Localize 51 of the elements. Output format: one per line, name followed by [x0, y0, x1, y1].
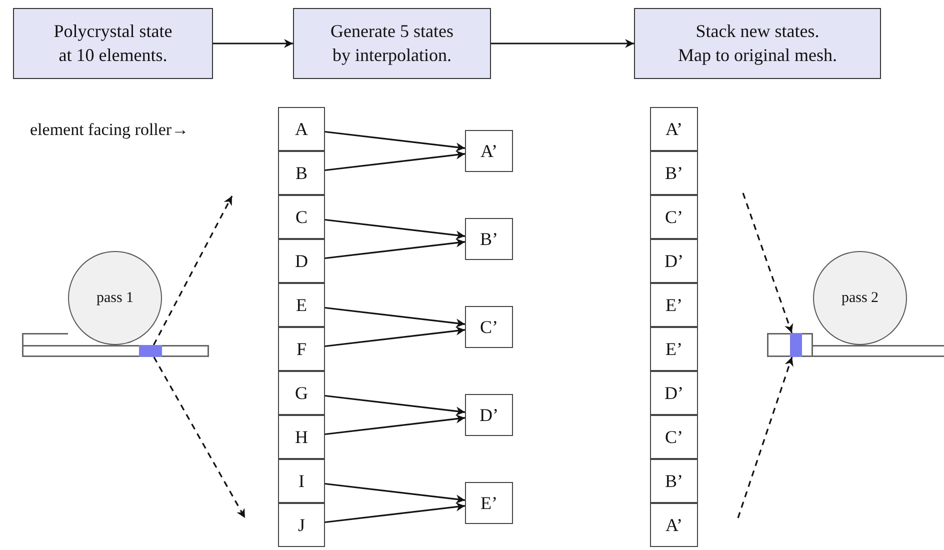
- element-cell: A’: [465, 130, 513, 172]
- arrow: [213, 39, 293, 48]
- process-box: Generate 5 states by interpolation.: [293, 8, 491, 79]
- highlighted-element: [139, 345, 162, 357]
- element-cell: I: [278, 459, 325, 503]
- element-cell: D: [278, 239, 325, 283]
- element-cell: D’: [465, 394, 513, 436]
- element-cell: B: [278, 151, 325, 195]
- arrow: [324, 482, 466, 504]
- arrow: [324, 502, 466, 524]
- arrow: [324, 238, 466, 260]
- element-cell: H: [278, 415, 325, 459]
- sheet-strip: [22, 345, 209, 357]
- arrow: [324, 394, 466, 416]
- dashed-arrow: [153, 356, 246, 518]
- element-cell: F: [278, 327, 325, 371]
- element-cell: E’: [465, 482, 513, 524]
- roller-circle: pass 2: [813, 251, 907, 345]
- arrow: [324, 414, 466, 436]
- element-cell: D’: [650, 371, 698, 415]
- process-box: Stack new states. Map to original mesh.: [634, 8, 881, 79]
- element-cell: B’: [650, 459, 698, 503]
- element-cell: D’: [650, 239, 698, 283]
- dashed-arrow: [737, 356, 794, 518]
- arrow: [324, 150, 466, 172]
- arrow: [491, 39, 634, 48]
- element-cell: A’: [650, 107, 698, 151]
- arrow: [324, 130, 466, 152]
- highlighted-element: [790, 333, 802, 357]
- arrow: [324, 326, 466, 348]
- dashed-arrow: [152, 196, 233, 346]
- element-cell: C’: [465, 306, 513, 348]
- dashed-arrow: [742, 192, 794, 334]
- sheet-strip: [767, 333, 813, 357]
- element-cell: C’: [650, 195, 698, 239]
- element-cell: B’: [650, 151, 698, 195]
- element-cell: C: [278, 195, 325, 239]
- arrow: [324, 218, 466, 240]
- process-box: Polycrystal state at 10 elements.: [13, 8, 213, 79]
- roller-circle: pass 1: [68, 251, 162, 345]
- element-cell: C’: [650, 415, 698, 459]
- element-cell: J: [278, 503, 325, 547]
- annotation-text: element facing roller→: [30, 120, 189, 140]
- arrow: [324, 306, 466, 328]
- element-cell: G: [278, 371, 325, 415]
- element-cell: E: [278, 283, 325, 327]
- element-cell: A’: [650, 503, 698, 547]
- element-cell: A: [278, 107, 325, 151]
- element-cell: B’: [465, 218, 513, 260]
- element-cell: E’: [650, 283, 698, 327]
- element-cell: E’: [650, 327, 698, 371]
